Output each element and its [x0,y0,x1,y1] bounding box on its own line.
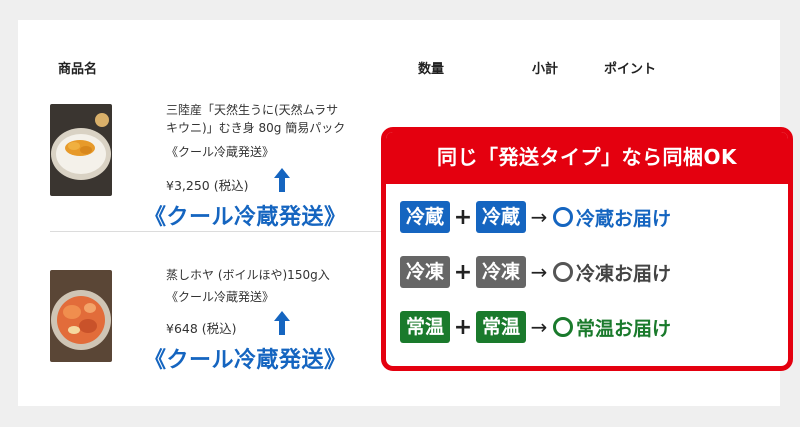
rule-tag: 常温 [476,311,527,343]
rule-row-chilled: 冷蔵 + 冷蔵 → 冷蔵お届け [400,199,671,235]
steamed-sea-squirt-photo[interactable] [50,270,112,362]
right-arrow-icon: → [530,315,548,339]
shipping-type-highlight: 《クール冷蔵発送》 [144,205,347,230]
shipping-type-label: 《クール冷蔵発送》 [166,290,275,304]
shipping-type-highlight: 《クール冷蔵発送》 [144,348,347,373]
plus-icon: + [453,204,473,230]
circle-icon [553,317,574,337]
rule-result: 常温お届け [576,317,672,340]
rule-row-frozen: 冷凍 + 冷凍 → 冷凍お届け [400,254,671,290]
rule-row-ambient: 常温 + 常温 → 常温お届け [400,309,671,345]
rule-tag: 冷凍 [400,256,451,288]
product-name[interactable]: 蒸しホヤ (ボイルほや)150g入 [166,268,330,282]
product-name-line-2[interactable]: キウニ)」むき身 80g 簡易パック [166,121,346,135]
plus-icon: + [453,314,473,340]
circle-icon [553,207,574,227]
sea-urchin-bowl-photo[interactable] [50,104,112,196]
header-quantity: 数量 [418,62,445,77]
header-subtotal: 小計 [532,62,559,77]
callout-title: 同じ「発送タイプ」なら同梱OK [386,132,788,184]
header-product-name: 商品名 [58,62,98,77]
row-divider [50,231,430,232]
rule-tag: 冷蔵 [400,201,451,233]
item-price: ¥648 (税込) [166,321,237,336]
plus-icon: + [453,259,473,285]
shipping-type-label: 《クール冷蔵発送》 [166,145,275,159]
header-points: ポイント [604,62,657,77]
bundling-rules-callout: 同じ「発送タイプ」なら同梱OK 冷蔵 + 冷蔵 → 冷蔵お届け 冷凍 + 冷凍 … [381,127,793,371]
item-price: ¥3,250 (税込) [166,178,249,193]
circle-icon [553,262,574,282]
rule-result: 冷凍お届け [576,262,672,285]
right-arrow-icon: → [530,205,548,229]
right-arrow-icon: → [530,260,548,284]
rule-tag: 冷凍 [476,256,527,288]
rule-tag: 冷蔵 [476,201,527,233]
product-name-line-1[interactable]: 三陸産「天然生うに(天然ムラサ [166,103,339,117]
up-arrow-icon [274,311,290,335]
up-arrow-icon [274,168,290,192]
rule-result: 冷蔵お届け [576,207,672,230]
rule-tag: 常温 [400,311,451,343]
